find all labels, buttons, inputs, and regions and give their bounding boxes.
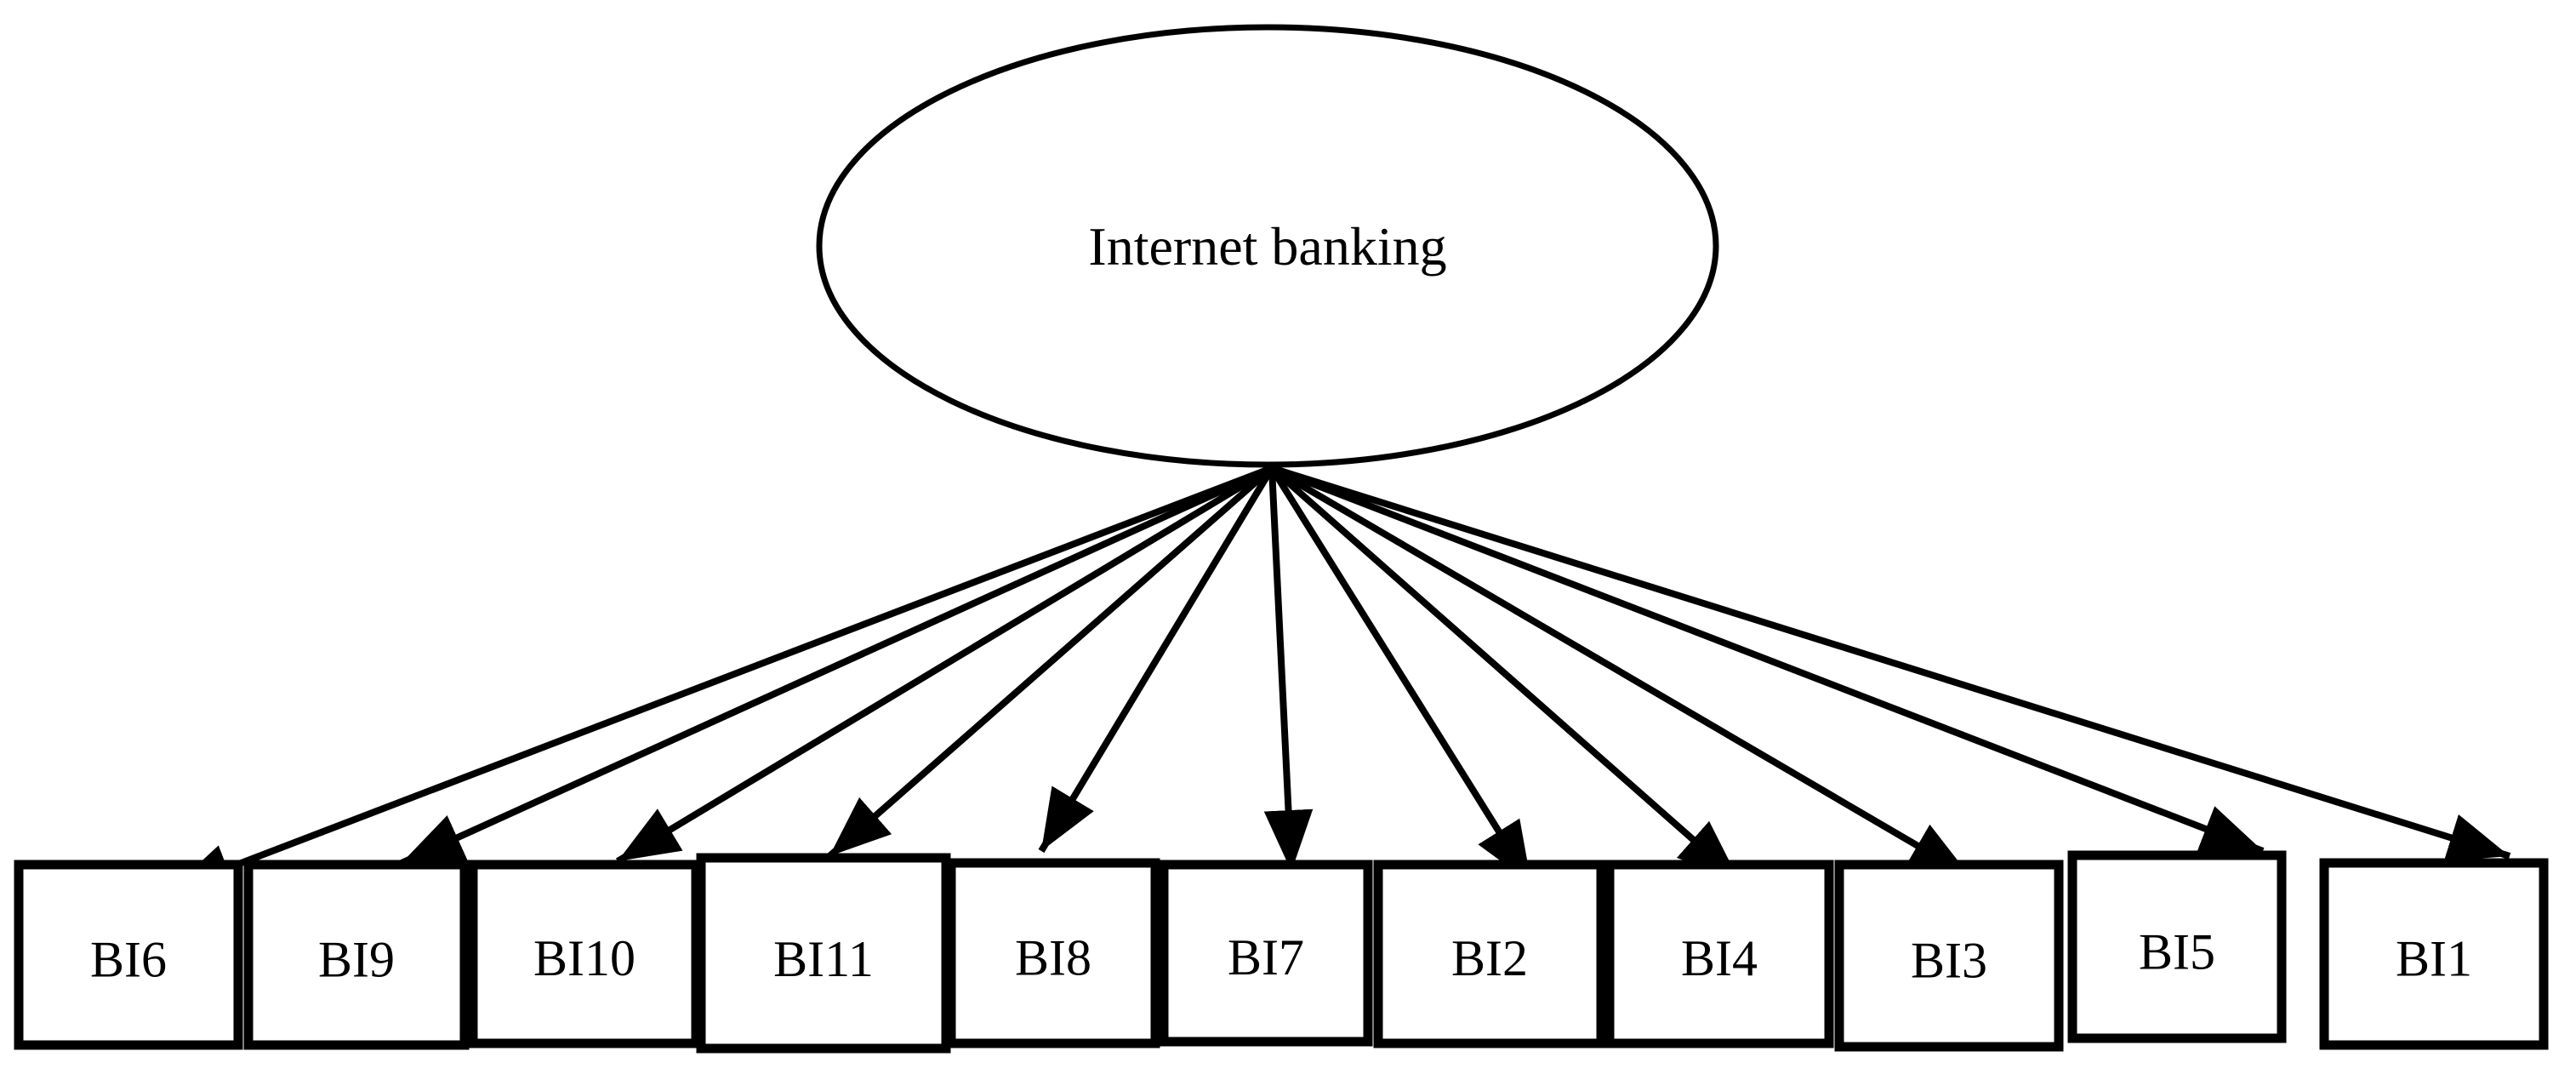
- indicator-label-BI9: BI9: [318, 931, 395, 987]
- arrow-latent-to-BI6: [168, 465, 1274, 894]
- latent-ellipse: [816, 24, 1719, 468]
- indicator-box-BI2: [1373, 860, 1606, 1048]
- latent-label: Internet banking: [1088, 216, 1446, 277]
- indicator-box-BI5: [2067, 850, 2287, 1043]
- arrow-latent-to-BI10: [615, 465, 1274, 865]
- indicator-label-BI10: BI10: [533, 930, 635, 986]
- indicator-label-BI4: BI4: [1681, 930, 1758, 986]
- indicator-label-BI5: BI5: [2139, 923, 2215, 980]
- indicator-box-BI10: [468, 860, 701, 1048]
- indicator-box-BI8: [946, 858, 1160, 1048]
- indicator-label-BI7: BI7: [1228, 929, 1304, 985]
- indicator-box-BI9: [243, 860, 470, 1050]
- indicator-label-BI2: BI2: [1451, 930, 1528, 986]
- arrow-latent-to-BI3: [1269, 465, 1973, 880]
- arrow-latent-to-BI4: [1269, 465, 1741, 883]
- indicator-label-BI1: BI1: [2396, 931, 2472, 987]
- indicator-box-BI7: [1159, 860, 1373, 1047]
- indicator-box-BI3: [1834, 860, 2064, 1052]
- arrow-latent-to-BI8: [1038, 466, 1275, 854]
- indicator-label-BI8: BI8: [1015, 929, 1091, 985]
- arrow-latent-to-BI2: [1268, 466, 1535, 886]
- indicator-label-BI11: BI11: [773, 931, 874, 987]
- arrow-latent-to-BI11: [827, 465, 1274, 860]
- indicator-box-BI6: [14, 860, 243, 1050]
- arrow-latent-to-BI1: [1270, 465, 2511, 861]
- indicator-box-BI1: [2319, 858, 2549, 1050]
- indicator-label-BI6: BI6: [90, 931, 167, 987]
- indicator-label-BI3: BI3: [1911, 933, 1987, 989]
- indicator-box-BI4: [1604, 860, 1834, 1048]
- edges-layer: [168, 465, 2511, 894]
- arrow-latent-to-BI9: [400, 465, 1274, 866]
- arrow-latent-to-BI7: [1263, 467, 1314, 872]
- arrow-latent-to-BI5: [1270, 465, 2265, 854]
- indicator-box-BI11: [696, 853, 951, 1054]
